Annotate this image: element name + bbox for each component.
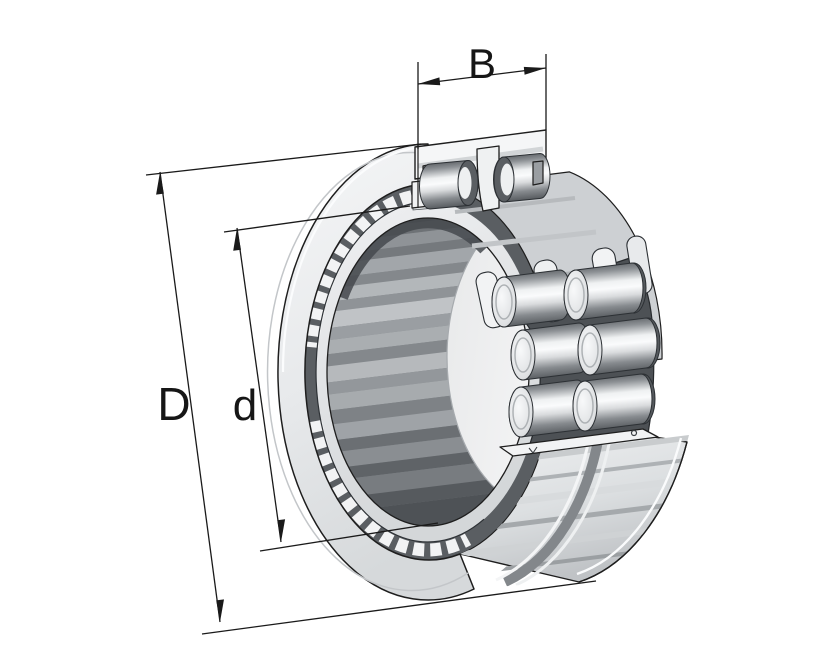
section-right-lip	[532, 160, 544, 186]
roller-row-front	[491, 269, 591, 438]
arrowhead	[523, 66, 546, 75]
dimension-width: B	[417, 40, 547, 149]
extension-line	[259, 522, 439, 552]
dimension-bore-diameter: d	[223, 205, 439, 552]
section-roller-right	[493, 153, 551, 203]
front-roller-end-band	[305, 190, 485, 557]
arrowhead	[156, 172, 164, 195]
arrowhead	[233, 228, 241, 251]
dimension-label-outer-diameter: D	[157, 378, 190, 430]
arrowhead	[277, 519, 286, 542]
extension-line	[145, 143, 422, 176]
arrowhead	[216, 599, 224, 622]
dimensions: B D d	[145, 40, 597, 635]
outer-ring-front-face	[266, 143, 475, 601]
dimension-label-bore-diameter: d	[233, 381, 257, 430]
extension-line	[223, 205, 411, 233]
roller-row-back	[563, 262, 661, 432]
dimension-line	[159, 171, 221, 623]
roller-set	[475, 235, 661, 453]
arrowhead	[418, 77, 441, 86]
dimension-line	[236, 227, 282, 543]
outer-ring-cut-face	[499, 428, 659, 457]
section-roller-left	[419, 160, 479, 210]
section-center-rib	[476, 145, 500, 212]
dimension-outer-diameter: D	[145, 143, 597, 635]
outer-ring-section	[411, 129, 551, 212]
extension-line	[201, 580, 597, 635]
dimension-label-width: B	[468, 40, 496, 87]
